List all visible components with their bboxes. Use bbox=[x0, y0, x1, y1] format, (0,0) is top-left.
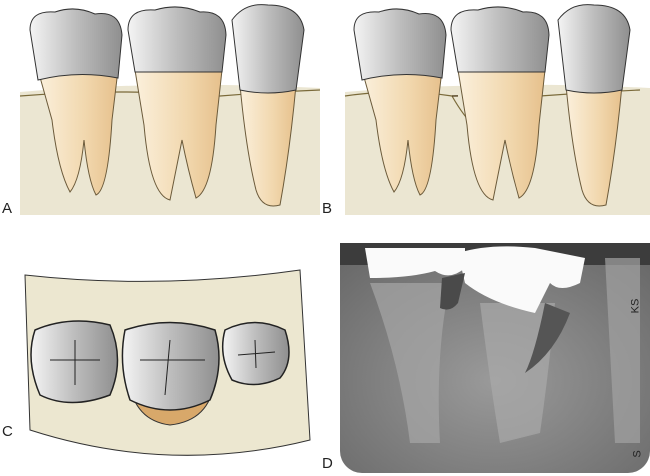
panel-label-d: D bbox=[322, 455, 333, 472]
radiograph-initials-bottom: S bbox=[631, 450, 644, 458]
restoration bbox=[365, 248, 465, 278]
panel-d-radiograph bbox=[340, 243, 650, 473]
tooth-crown bbox=[353, 8, 447, 81]
tooth-crown bbox=[450, 6, 550, 73]
fissures bbox=[50, 339, 276, 396]
tooth-crown bbox=[231, 4, 305, 94]
panel-a-illustration bbox=[19, 4, 320, 215]
molar-occlusal bbox=[121, 321, 220, 411]
bone-defect bbox=[525, 303, 570, 373]
panel-label-a: A bbox=[2, 200, 13, 217]
tooth-crown bbox=[557, 4, 631, 94]
crown-restoration bbox=[458, 246, 585, 313]
tooth-crown bbox=[29, 8, 123, 81]
panel-label-b: B bbox=[322, 200, 333, 217]
tooth-root bbox=[457, 69, 546, 201]
radiograph-initials-top: KS bbox=[629, 298, 642, 314]
panel-label-c: C bbox=[2, 423, 13, 440]
dark-gap bbox=[440, 273, 465, 310]
tooth-root bbox=[361, 69, 443, 196]
root bbox=[370, 283, 450, 443]
tooth-root bbox=[134, 69, 223, 201]
root bbox=[605, 258, 640, 443]
panel-b-illustration bbox=[344, 4, 650, 215]
molar-occlusal bbox=[30, 320, 119, 404]
tooth-root bbox=[37, 69, 119, 196]
tooth-root bbox=[565, 84, 623, 207]
tooth-root bbox=[239, 84, 297, 207]
panel-c-occlusal-view bbox=[24, 269, 311, 456]
root bbox=[480, 303, 555, 443]
tooth-crown bbox=[127, 6, 227, 73]
